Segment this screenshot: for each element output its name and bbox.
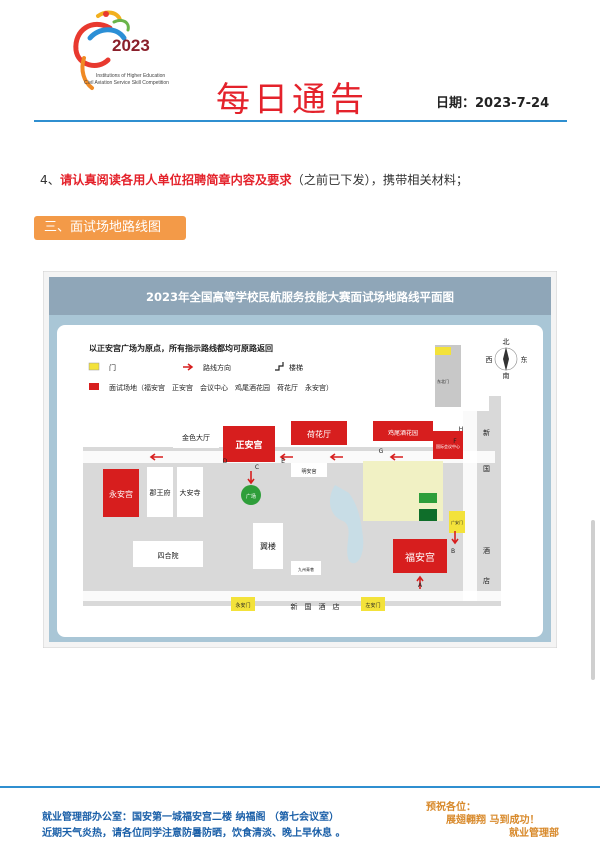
dongbei-gate [435, 347, 451, 355]
building-jinse-label: 金色大厅 [182, 433, 210, 442]
gate-zuoan-label: 左安门 [365, 602, 380, 609]
point-C: C [255, 464, 259, 471]
east-road [463, 411, 477, 601]
building-jiwei [373, 421, 433, 441]
item4-prefix: 4、 [40, 173, 60, 187]
gate-guangan-label: 广安门 [451, 519, 463, 525]
compass-west: 西 [486, 356, 493, 364]
building-jiuzhou-label: 九州青巷 [298, 566, 314, 572]
map-instruction: 以正安宫广场为原点，所有指示路线都均可原路返回 [89, 343, 273, 353]
legend-route: 路线方向 [203, 363, 231, 372]
building-mingan-label: 明安宫 [301, 468, 316, 475]
building-yilou-label: 翼楼 [260, 541, 276, 551]
building-jiwei-label: 鸡尾酒花园 [388, 429, 418, 437]
building-hehua-label: 荷花厅 [307, 429, 331, 439]
building-yongan-label: 永安宫 [109, 489, 133, 499]
gate-zuoan [361, 597, 385, 611]
building-jiuzhou [291, 561, 321, 575]
building-daan [177, 467, 203, 517]
map-title: 2023年全国高等学校民航服务技能大赛面试场地路线平面图 [146, 290, 454, 304]
legend-venue: 面试场地（福安宫 正安宫 会议中心 鸡尾酒花园 荷花厅 永安宫） [109, 383, 333, 392]
point-B: B [451, 548, 455, 555]
building-yilou [253, 523, 283, 569]
point-E: E [281, 458, 285, 465]
hotel-label-xin: 新 [483, 428, 490, 437]
compass-east: 东 [521, 355, 528, 364]
gate-guangan [449, 511, 465, 533]
footer-reminder: 近期天气炎热，请各位同学注意防暑防晒，饮食清淡、晚上早休息 。 [42, 828, 346, 839]
building-yongan [103, 469, 139, 517]
building-zhengan-label: 正安宫 [235, 439, 262, 451]
building-huiyi-label: 国际会议中心 [436, 443, 460, 449]
point-G: G [379, 448, 384, 455]
building-fuan [393, 539, 447, 573]
footer-wish-line2: 展翅翱翔 马到成功！ [446, 815, 540, 826]
point-F: F [453, 438, 457, 445]
hotel-label-jiu: 酒 [483, 547, 490, 555]
building-fuan-label: 福安宫 [405, 551, 435, 564]
notice-date: 日期：2023-7-24 [436, 96, 550, 111]
footer-office: 就业管理部办公室：国安第一城福安宫二楼 纳福阁 （第七会议室） [42, 812, 339, 823]
venue-route-map: 2023年全国高等学校民航服务技能大赛面试场地路线平面图 以正安宫广场为原点，所… [43, 271, 557, 648]
logo-text-line1: Institutions of Higher Education [96, 73, 166, 79]
bottom-road-label: 新 国 酒 店 [291, 602, 340, 611]
item4-highlight: 请认真阅读各用人单位招聘简章内容及要求 [59, 173, 292, 187]
map-title-bar [49, 277, 551, 315]
section-heading: 三、面试场地路线图 [34, 216, 186, 240]
building-siheyuan-label: 四合院 [158, 551, 179, 560]
dongbei-gate-label: 东北门 [437, 378, 449, 384]
gate-yongan [231, 597, 255, 611]
plaza [241, 485, 261, 505]
lake [329, 485, 364, 564]
item4-suffix: （之前已下发），携带相关材料； [291, 173, 469, 187]
legend-route-arrow [183, 363, 194, 371]
footer-wish-line1: 预祝各位： [426, 802, 476, 813]
point-H: H [459, 426, 464, 433]
gate-yongan-label: 永安门 [235, 602, 250, 609]
route-arrows [149, 453, 459, 589]
building-siheyuan [133, 541, 203, 567]
hotel-label-guo: 国 [483, 465, 490, 473]
plaza-label: 广场 [246, 493, 256, 500]
compass-south: 南 [503, 371, 510, 380]
stairs-icon [275, 362, 284, 371]
scrollbar[interactable] [591, 520, 595, 680]
legend-stairs: 楼梯 [289, 363, 303, 372]
bottom-road [83, 591, 501, 601]
notice-item-4: 4、请认真阅读各用人单位招聘简章内容及要求（之前已下发），携带相关材料； [40, 170, 468, 188]
building-yiwang [147, 467, 173, 517]
compass-arrow-icon [503, 347, 509, 371]
page-title: 每日通告 [216, 80, 368, 120]
east-building-strip [435, 345, 461, 407]
footer-divider [0, 786, 600, 788]
legend-gate-swatch [88, 362, 100, 371]
header-divider [34, 120, 567, 122]
building-daan-label: 大安寺 [180, 488, 201, 497]
logo-year: 2023 [112, 36, 150, 55]
point-D: D [223, 458, 228, 465]
building-yiwang-label: 郡王府 [150, 488, 171, 497]
building-jinse [173, 426, 219, 448]
building-hehua [291, 421, 347, 445]
building-huiyi [433, 431, 463, 459]
point-A: A [418, 582, 423, 589]
legend-venue-swatch [89, 383, 99, 390]
logo-text-line2: Civil Aviation Service Skill Competition [84, 80, 169, 86]
green-patch-2 [419, 509, 437, 521]
compass-north: 北 [503, 338, 510, 346]
legend-gate: 门 [109, 363, 116, 372]
competition-logo [73, 10, 130, 90]
footer-signature: 就业管理部 [509, 828, 559, 839]
green-patch-1 [419, 493, 437, 503]
building-zhengan [223, 426, 275, 462]
building-mingan [291, 463, 327, 477]
hotel-label-dian: 店 [483, 576, 490, 585]
